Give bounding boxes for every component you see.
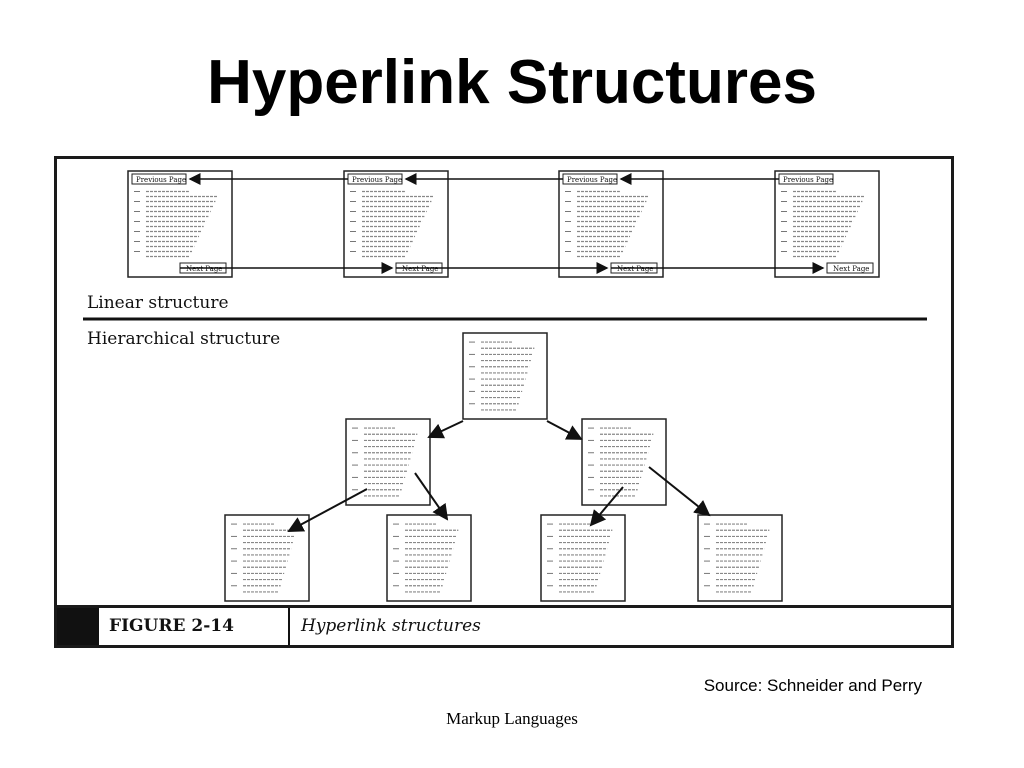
- linear-page: [558, 170, 664, 278]
- tree-page: [462, 332, 548, 420]
- hierarchy-link-arrow: [589, 486, 624, 527]
- page-text-lines: [231, 523, 297, 593]
- tree-page: [386, 514, 472, 602]
- linear-page: [774, 170, 880, 278]
- previous-page-label: Previous Page: [352, 176, 402, 184]
- page-text-lines: [565, 190, 649, 258]
- page-text-lines: [352, 427, 418, 497]
- tree-page: [345, 418, 431, 506]
- previous-page-label: Previous Page: [783, 176, 833, 184]
- next-page-label: Next Page: [833, 265, 869, 273]
- previous-page-label: Previous Page: [567, 176, 617, 184]
- hierarchy-link-arrow: [287, 488, 368, 532]
- next-page-label: Next Page: [186, 265, 222, 273]
- tree-page: [581, 418, 667, 506]
- hierarchy-link-arrow: [546, 420, 583, 440]
- slide-title: Hyperlink Structures: [207, 48, 817, 117]
- next-page-label: Next Page: [617, 265, 653, 273]
- caption-tab: [57, 608, 99, 645]
- previous-page-button: [131, 173, 187, 185]
- source-citation: Source: Schneider and Perry: [703, 676, 922, 695]
- footer-text: Markup Languages: [446, 709, 578, 728]
- page-text-lines: [393, 523, 459, 593]
- figure-caption-bar: FIGURE 2-14 Hyperlink structures: [57, 605, 951, 645]
- next-page-label: Next Page: [402, 265, 438, 273]
- linear-structure-label: Linear structure: [87, 293, 229, 313]
- next-page-button: [826, 262, 874, 274]
- page-text-lines: [547, 523, 613, 593]
- linear-page: [127, 170, 233, 278]
- hierarchical-structure-label: Hierarchical structure: [87, 329, 281, 349]
- hierarchy-link-arrow: [427, 420, 464, 439]
- page-text-lines: [588, 427, 654, 497]
- hierarchy-link-arrow: [414, 472, 449, 521]
- tree-page: [540, 514, 626, 602]
- page-text-lines: [781, 190, 865, 258]
- page-text-lines: [134, 190, 218, 258]
- figure-caption: Hyperlink structures: [301, 616, 481, 636]
- figure-number: FIGURE 2-14: [109, 616, 234, 636]
- tree-page: [697, 514, 783, 602]
- page-text-lines: [350, 190, 434, 258]
- caption-divider: [288, 608, 290, 645]
- page-text-lines: [704, 523, 770, 593]
- linear-page: [343, 170, 449, 278]
- page-text-lines: [469, 341, 535, 411]
- hierarchy-link-arrow: [648, 466, 711, 517]
- previous-page-label: Previous Page: [136, 176, 186, 184]
